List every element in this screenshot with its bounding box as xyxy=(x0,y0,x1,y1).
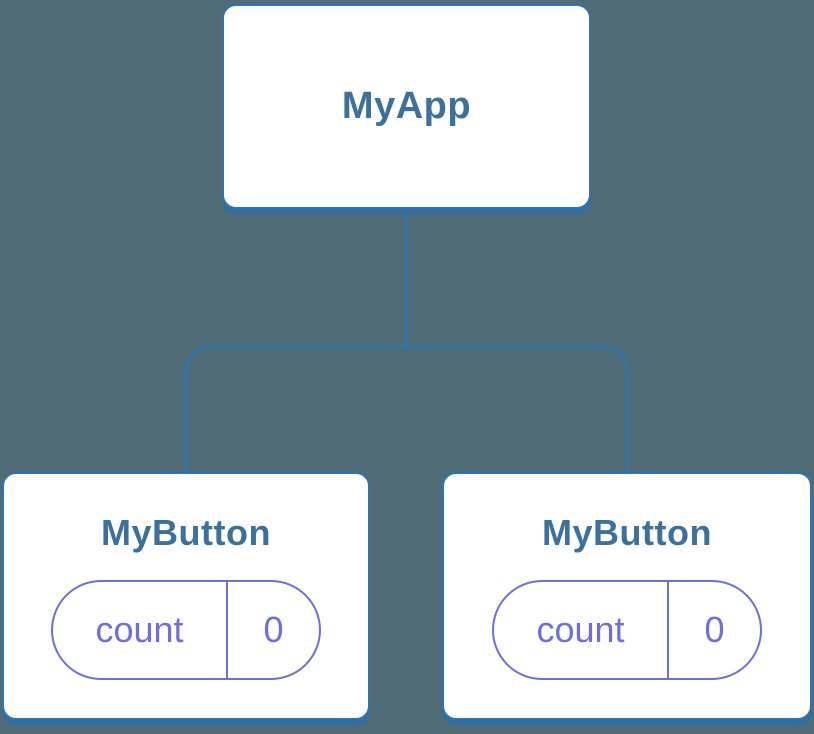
state-key: count xyxy=(536,609,625,650)
node-mybutton-right-label: MyButton xyxy=(542,512,712,553)
node-myapp: MyApp xyxy=(222,4,591,209)
state-key: count xyxy=(95,609,184,650)
node-mybutton-left-label: MyButton xyxy=(101,512,271,553)
node-mybutton-left: MyButton count 0 xyxy=(2,472,370,720)
state-value: 0 xyxy=(667,582,760,678)
state-pill: count 0 xyxy=(492,580,762,680)
node-myapp-label: MyApp xyxy=(341,85,472,127)
state-pill: count 0 xyxy=(51,580,321,680)
state-value: 0 xyxy=(226,582,319,678)
node-mybutton-right: MyButton count 0 xyxy=(442,472,812,720)
children-bracket-line xyxy=(184,345,629,473)
